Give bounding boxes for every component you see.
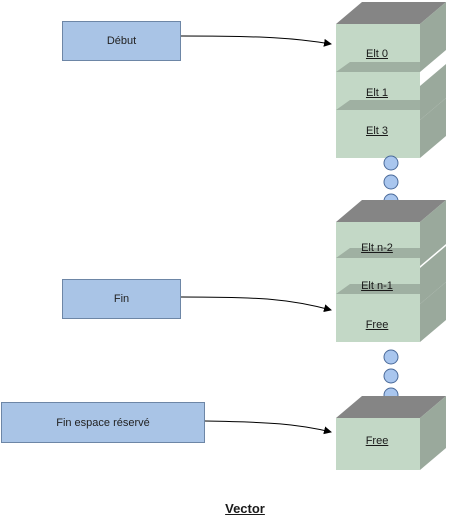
block-elt1-label: Elt 1 xyxy=(365,87,388,99)
block-elt0-label: Elt 0 xyxy=(365,48,388,60)
block-free2-label: Free xyxy=(365,435,389,447)
diagram-caption: Vector xyxy=(225,501,265,516)
fin-label: Fin xyxy=(113,293,130,305)
block-free2-shape xyxy=(336,396,446,470)
block-elt0-shape xyxy=(336,2,446,72)
ellipsis-dot xyxy=(383,368,399,384)
debut-pointer-box: Début xyxy=(62,21,181,61)
arrow-debut xyxy=(180,35,332,47)
fin-pointer-box: Fin xyxy=(62,279,181,319)
ellipsis-dot xyxy=(383,155,399,171)
block-eltn1-label: Elt n-1 xyxy=(361,280,393,292)
block-free1-label: Free xyxy=(365,319,389,331)
block-elt3-shape xyxy=(336,98,446,158)
block-elt3-label: Elt 3 xyxy=(365,125,388,137)
fin-reserve-pointer-box: Fin espace réservé xyxy=(1,402,205,443)
fin-reserve-label: Fin espace réservé xyxy=(56,416,150,429)
arrow-fin-reserve xyxy=(204,420,332,435)
ellipsis-dot xyxy=(383,349,399,365)
debut-label: Début xyxy=(106,35,137,47)
block-eltn2-label: Elt n-2 xyxy=(361,242,393,254)
ellipsis-dot xyxy=(383,174,399,190)
arrow-fin xyxy=(180,296,332,313)
block-free1-shape xyxy=(336,282,446,342)
